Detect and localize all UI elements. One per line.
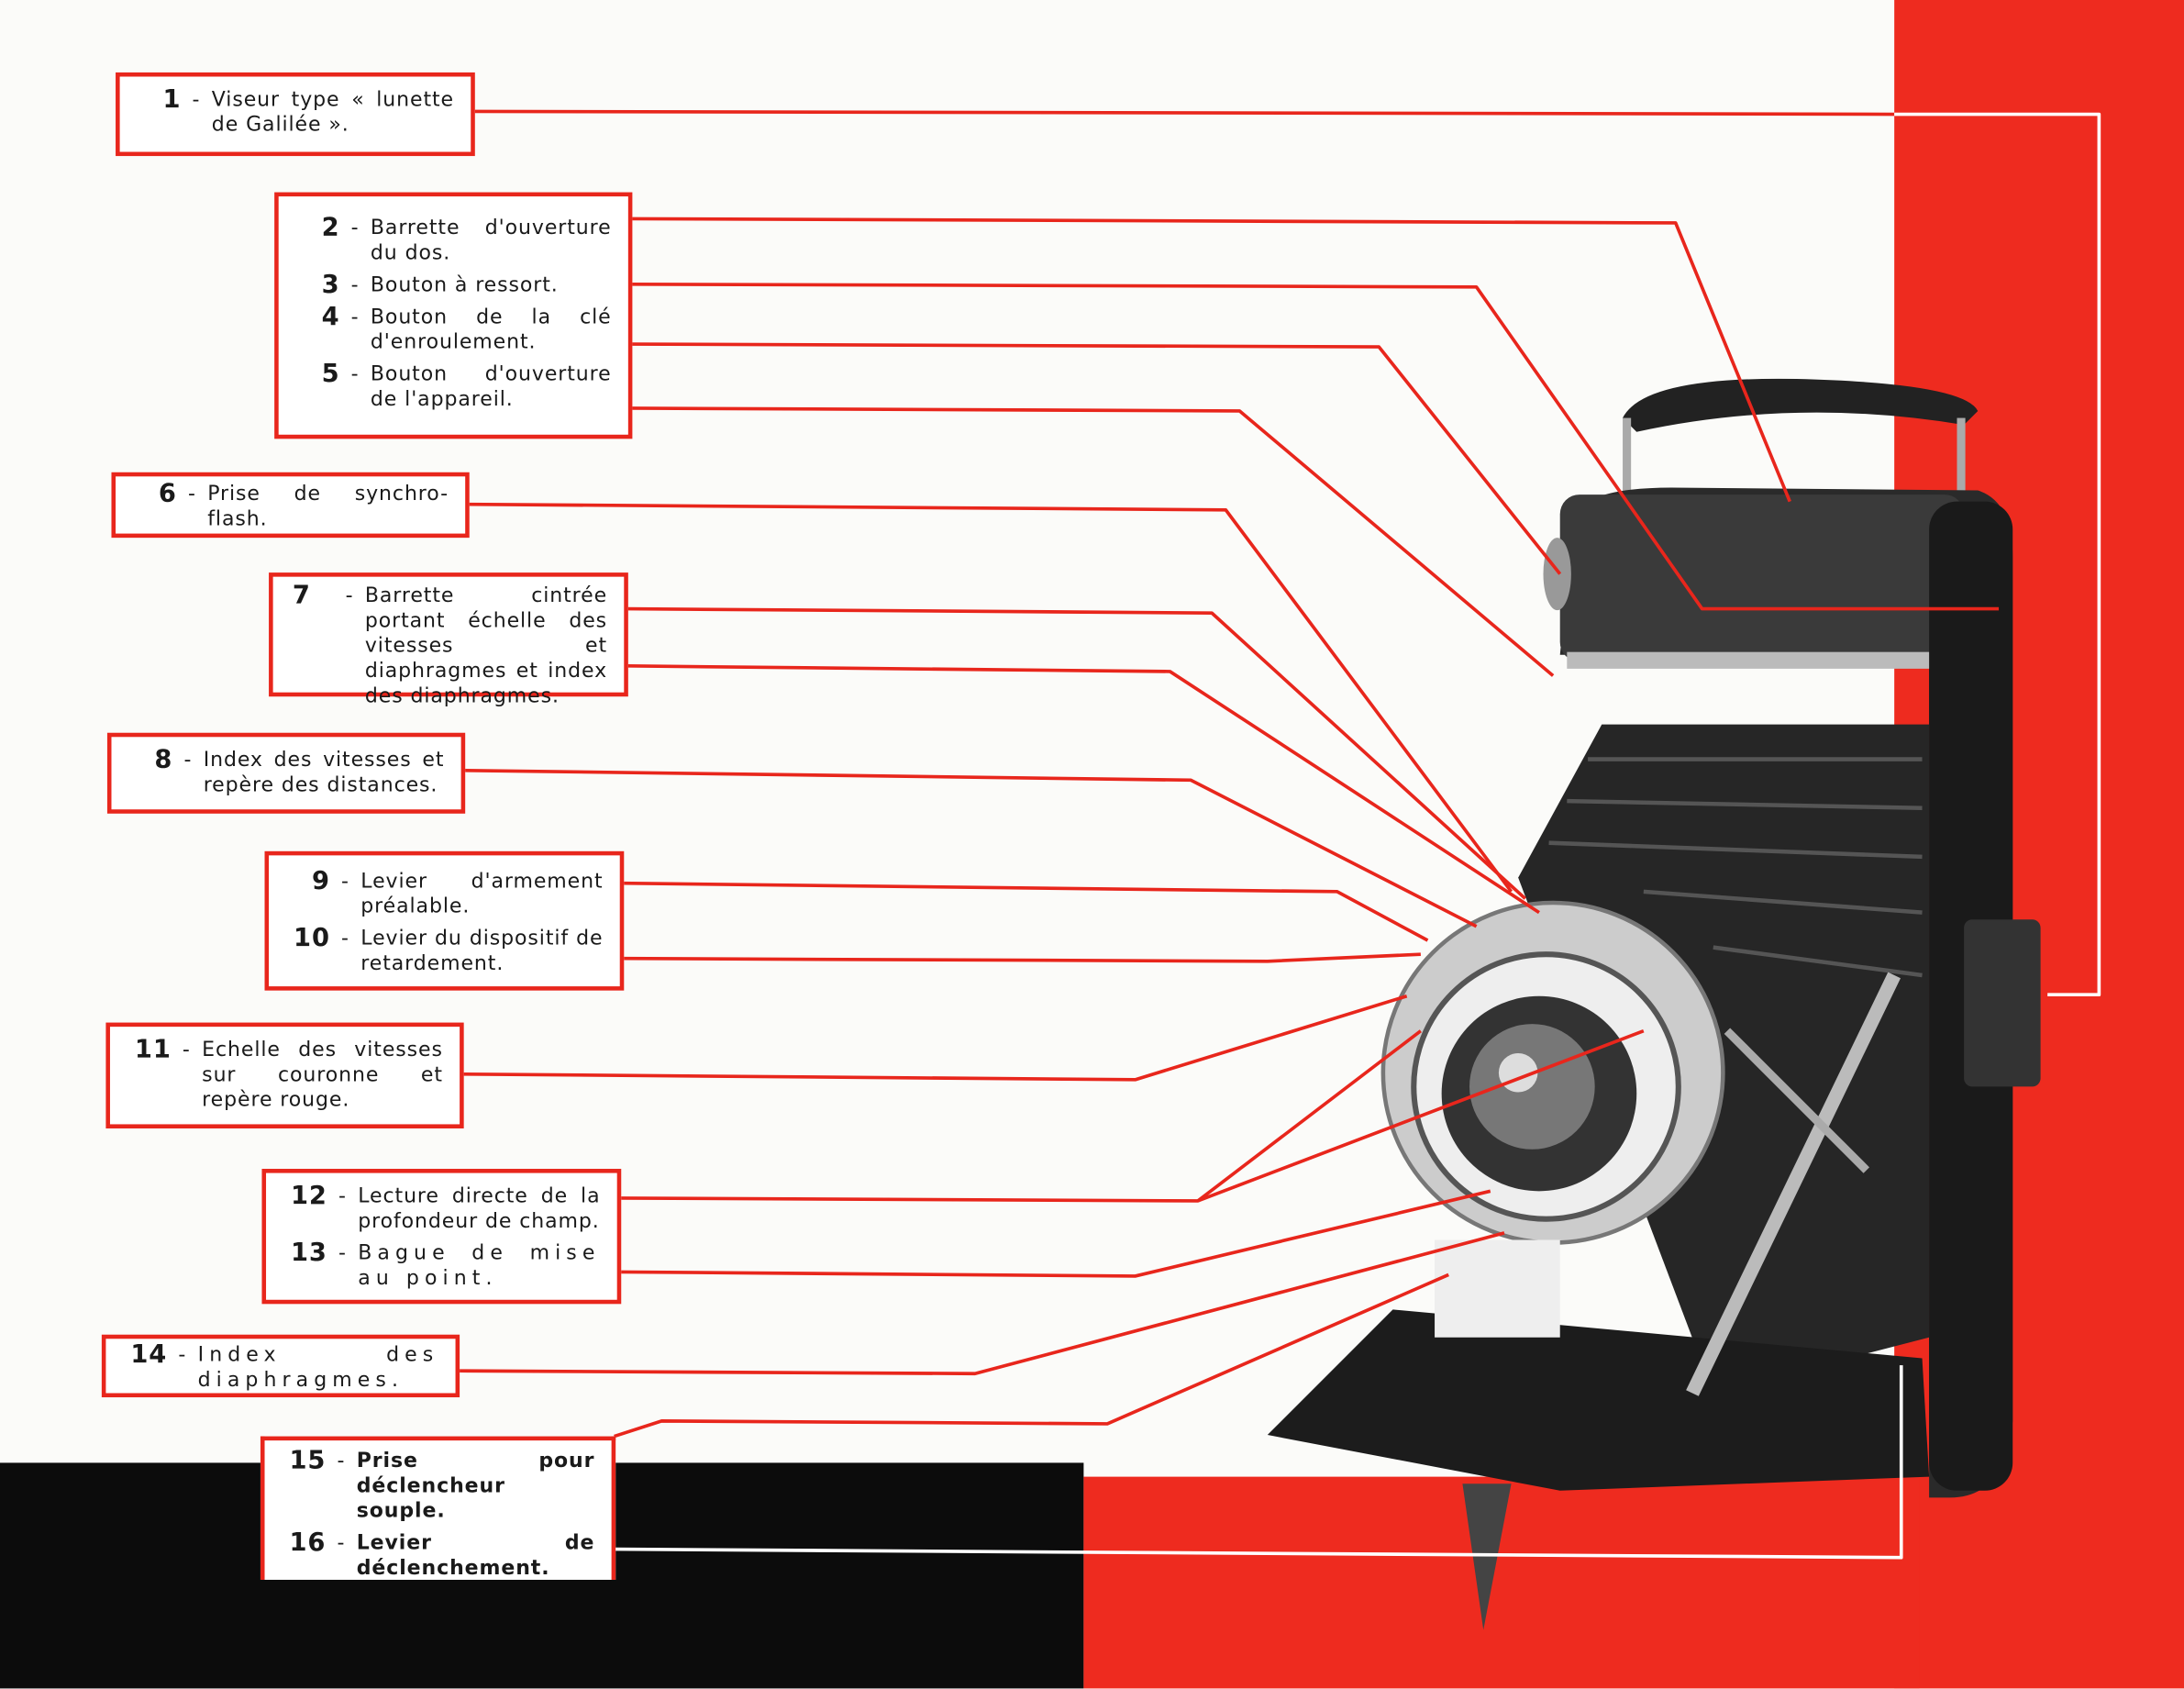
leader-line-15 (614, 1272, 1449, 1439)
item-text: Bouton de la clé d'enroulement. (370, 306, 612, 354)
leader-line-1-white (1894, 112, 2101, 997)
leader-line-14 (458, 1231, 1505, 1376)
legend-box-9-10: 9-Levier d'armement préalable. 10-Levier… (264, 850, 625, 991)
item-text: Index des diaphragmes. (197, 1344, 439, 1392)
legend-item: 6-Prise de synchro-flash. (135, 482, 449, 532)
item-text: Levier d'armement préalable. (360, 871, 604, 918)
item-text: Prise pour déclencheur souple. (356, 1450, 595, 1523)
item-text: Barrette d'ouverture du dos. (370, 217, 612, 265)
legend-item: 2-Barrette d'ouverture du dos. (298, 216, 612, 266)
leader-line-4 (630, 342, 1562, 575)
legend-item: 5-Bouton d'ouverture de l'appareil. (298, 359, 612, 413)
item-text: Viseur type « lunette de Galilée ». (211, 89, 455, 137)
item-text: Barrette cintrée portant échelle des vit… (364, 584, 608, 708)
item-number: 5 (321, 359, 340, 389)
leader-line-13 (619, 1189, 1491, 1278)
item-number: 9 (311, 866, 330, 896)
item-number: 6 (158, 479, 177, 509)
leader-line-16 (614, 1365, 1903, 1560)
item-number: 4 (321, 302, 340, 332)
legend-box-8: 8-Index des vitesses et repère des dista… (106, 732, 466, 814)
leader-line-8 (463, 768, 1478, 928)
legend-box-1: 1-Viseur type « lunette de Galilée ». (116, 72, 475, 157)
legend-box-12-13: 12-Lecture directe de la profondeur de c… (261, 1169, 622, 1305)
legend-item: 16-Levier de déclenchement. (284, 1528, 595, 1582)
leader-line-10 (622, 952, 1421, 963)
leader-line-9 (622, 881, 1429, 942)
leader-line-7a (626, 606, 1526, 900)
item-number: 14 (130, 1339, 168, 1370)
leader-line-1 (473, 109, 1895, 117)
legend-item: 10-Levier du dispositif de retardement. (288, 923, 604, 977)
legend-item: 3-Bouton à ressort. (298, 270, 612, 300)
item-text: Echelle des vitesses sur couronne et rep… (202, 1039, 443, 1112)
leader-line-3 (630, 282, 2000, 611)
item-number: 13 (290, 1238, 327, 1268)
legend-box-6: 6-Prise de synchro-flash. (111, 472, 470, 539)
item-number: 11 (134, 1035, 172, 1065)
leader-line-11 (462, 994, 1408, 1082)
item-number: 2 (321, 213, 340, 243)
item-text: Levier de déclenchement. (356, 1532, 595, 1580)
item-number: 7 (292, 581, 311, 611)
item-text: Index des vitesses et repère des distanc… (203, 749, 445, 797)
legend-box-2-5: 2-Barrette d'ouverture du dos. 3-Bouton … (274, 192, 633, 439)
leader-line-7b (626, 664, 1540, 915)
legend-item: 4-Bouton de la clé d'enroulement. (298, 302, 612, 356)
legend-item: 9-Levier d'armement préalable. (288, 866, 604, 920)
item-text: Bouton à ressort. (370, 274, 559, 297)
item-text: Levier du dispositif de retardement. (360, 928, 604, 975)
legend-item: 12-Lecture directe de la profondeur de c… (285, 1181, 601, 1235)
item-number: 16 (289, 1528, 327, 1558)
legend-box-11: 11-Echelle des vitesses sur couronne et … (105, 1022, 464, 1128)
item-number: 1 (162, 84, 182, 115)
item-number: 10 (294, 923, 330, 953)
legend-item: 11-Echelle des vitesses sur couronne et … (129, 1038, 443, 1113)
item-number: 15 (289, 1446, 327, 1476)
legend-item: 14-Index des diaphragmes. (126, 1339, 439, 1394)
item-number: 12 (290, 1181, 327, 1211)
legend-item: 15-Prise pour déclencheur souple. (284, 1446, 595, 1524)
item-number: 3 (321, 270, 340, 300)
leader-line-2 (630, 217, 1791, 503)
item-text: Bouton d'ouverture de l'appareil. (370, 363, 612, 411)
leader-line-12b (1197, 1028, 1645, 1203)
legend-item: 7-Barrette cintrée portant échelle des v… (292, 581, 608, 708)
legend-item: 1-Viseur type « lunette de Galilée ». (139, 84, 455, 139)
leader-line-12 (619, 1029, 1422, 1203)
item-text: Lecture directe de la profondeur de cham… (358, 1185, 601, 1233)
leader-line-5 (630, 406, 1555, 677)
item-number: 8 (154, 745, 173, 775)
legend-box-15-16: 15-Prise pour déclencheur souple. 16-Lev… (260, 1436, 616, 1582)
legend-box-7: 7-Barrette cintrée portant échelle des v… (269, 572, 628, 707)
leader-line-6 (468, 502, 1513, 893)
item-text: Bague de mise au point. (358, 1242, 601, 1291)
legend-item: 8-Index des vitesses et repère des dista… (131, 748, 445, 798)
item-text: Prise de synchro-flash. (207, 483, 449, 531)
legend-box-14: 14-Index des diaphragmes. (101, 1334, 460, 1398)
legend-item: 13-Bague de mise au point. (285, 1238, 601, 1292)
